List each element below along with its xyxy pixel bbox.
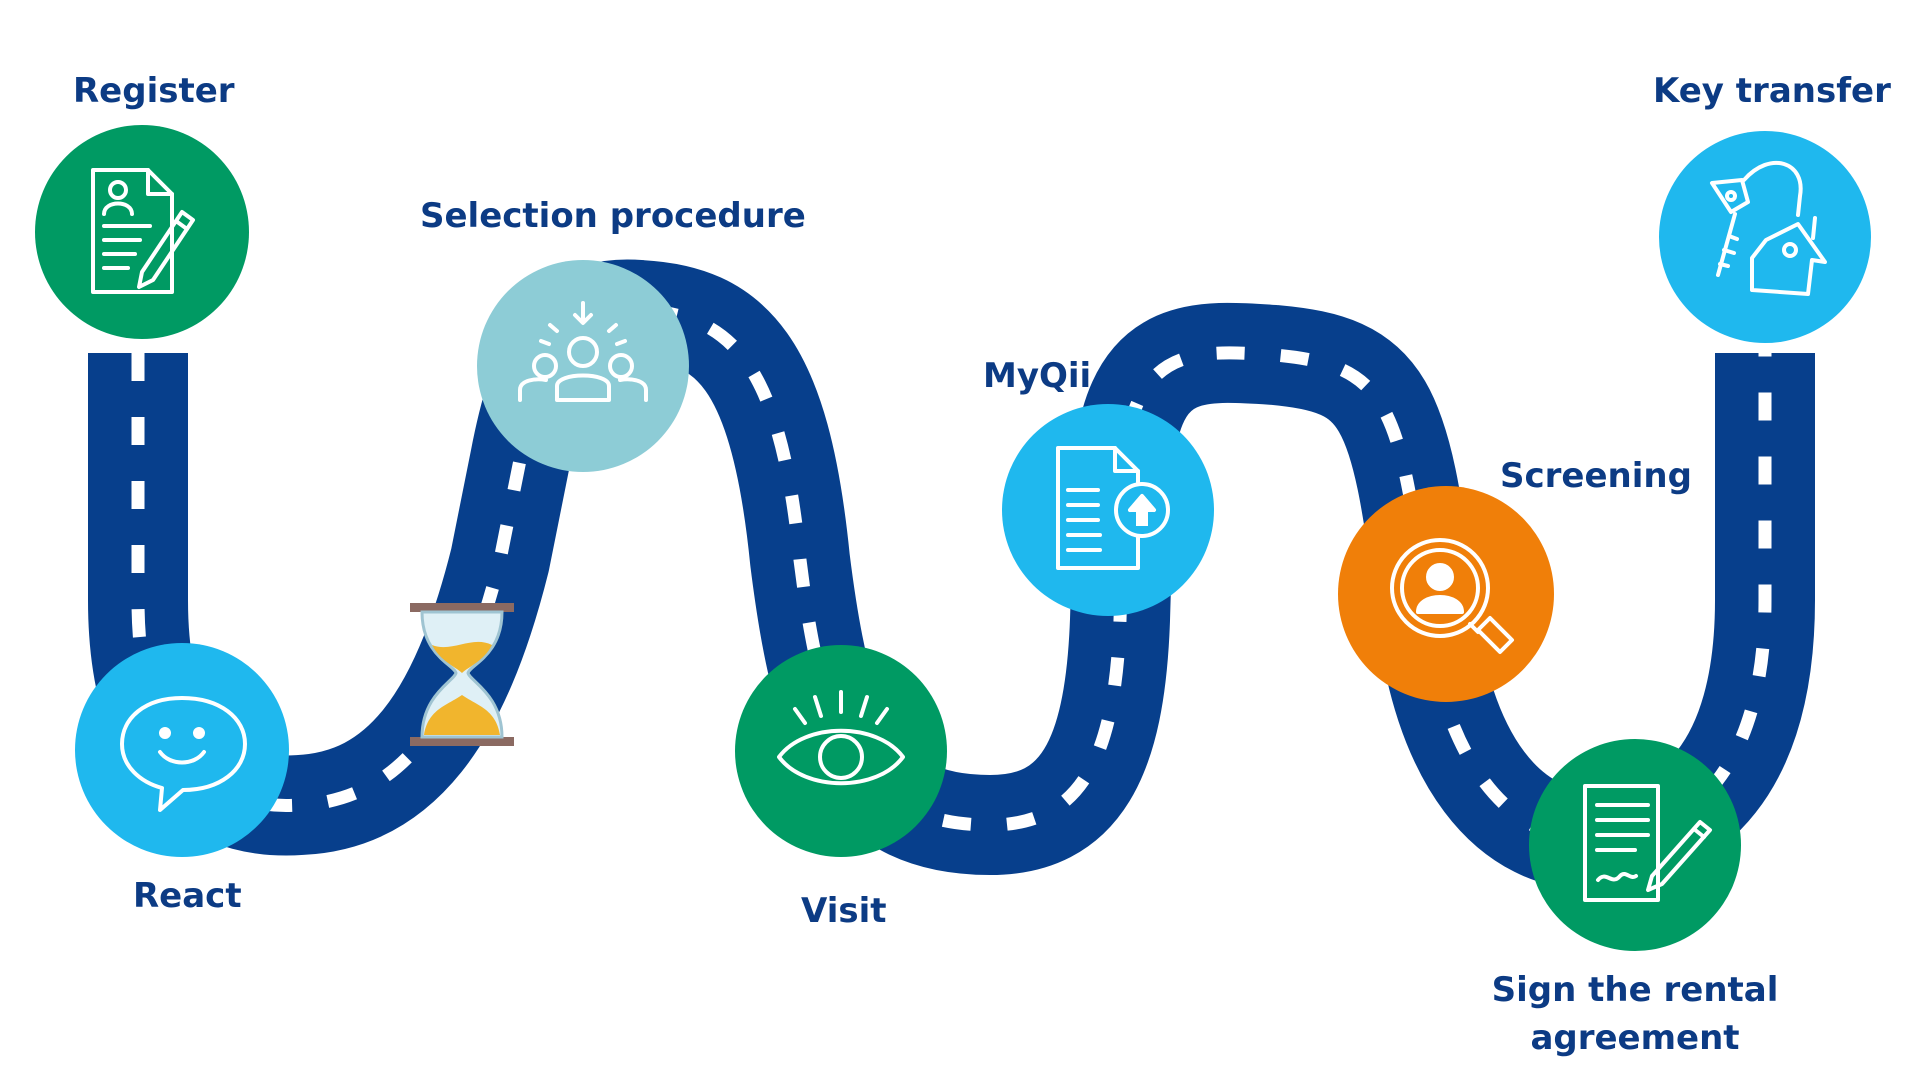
eye-icon (777, 690, 905, 786)
screening-circle (1338, 486, 1554, 702)
step-myqii (1002, 404, 1214, 616)
smiley-speech-bubble-icon (120, 696, 247, 812)
hourglass-top-frame (410, 603, 514, 612)
visit-circle (735, 645, 947, 857)
myqii-label: MyQii (983, 356, 1092, 396)
step-visit (735, 645, 947, 857)
hourglass-icon (410, 603, 514, 746)
step-key (1659, 131, 1871, 343)
hourglass-sand-top (432, 641, 492, 673)
myqii-circle (1002, 404, 1214, 616)
step-screening (1338, 486, 1554, 702)
screening-label: Screening (1500, 456, 1692, 496)
sign-circle (1529, 739, 1741, 951)
hourglass-bottom-frame (410, 737, 514, 746)
step-sign (1529, 739, 1741, 951)
document-pencil-icon (91, 168, 195, 294)
key-transfer-label: Key transfer (1653, 71, 1891, 111)
visit-label: Visit (801, 891, 887, 931)
step-selection (477, 260, 689, 472)
react-label: React (133, 876, 242, 916)
selection-label: Selection procedure (420, 196, 806, 236)
register-circle (35, 125, 249, 339)
magnifier-person-icon (1390, 538, 1514, 654)
step-register (35, 125, 249, 339)
contract-signing-icon (1583, 784, 1712, 902)
group-selection-icon (518, 301, 648, 402)
step-react (75, 643, 289, 857)
sign-label-line1: Sign the rental (1491, 970, 1779, 1010)
sign-label-line2: agreement (1530, 1018, 1740, 1058)
register-label: Register (73, 71, 235, 111)
document-upload-icon (1056, 446, 1170, 570)
react-circle (75, 643, 289, 857)
key-house-icon (1710, 160, 1827, 296)
hourglass-sand-bottom (424, 695, 500, 735)
